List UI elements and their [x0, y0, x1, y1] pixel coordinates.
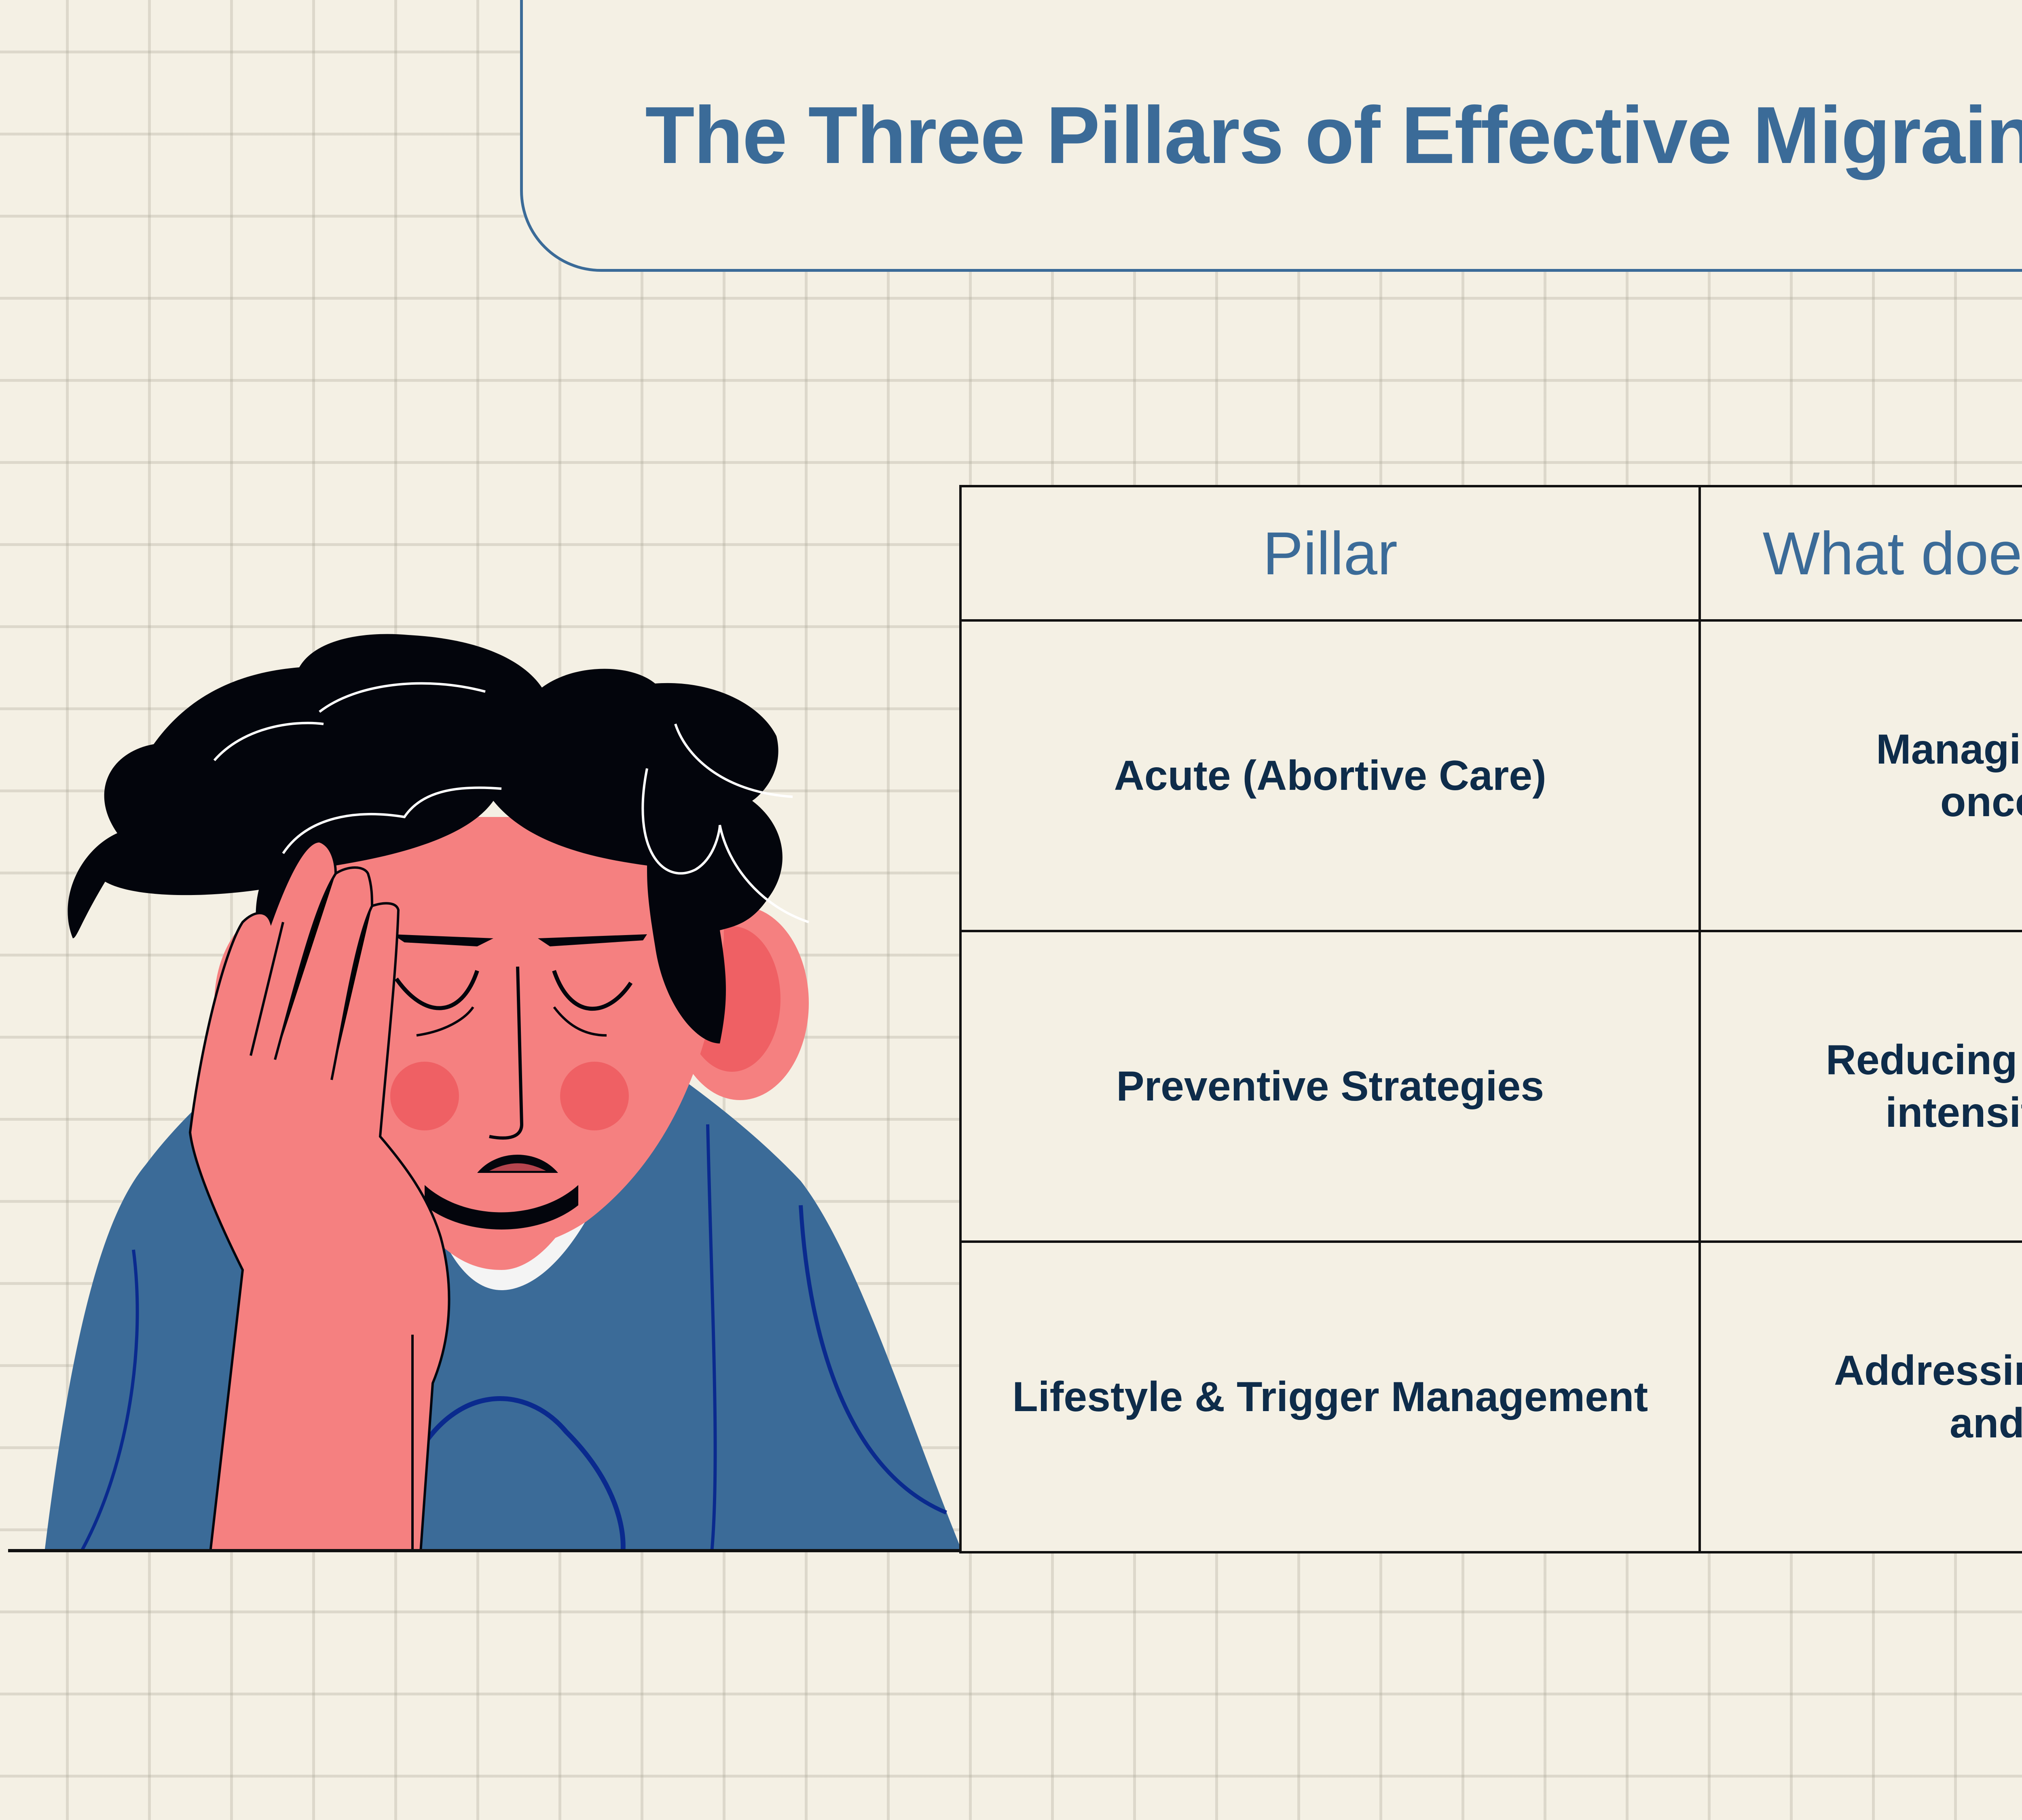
- pillar-cell: Acute (Abortive Care): [959, 619, 1701, 932]
- table-row: Lifestyle & Trigger Management Addressin…: [959, 1240, 2022, 1553]
- focus-line: intensity over time: [1885, 1089, 2022, 1136]
- focus-line: once it starts: [1940, 779, 2022, 825]
- title-banner: The Three Pillars of Effective Migraine …: [520, 0, 2022, 272]
- column-header-focus: What does it focus on?: [1698, 485, 2022, 622]
- column-header-pillar: Pillar: [959, 485, 1701, 622]
- ground-line: [8, 1549, 962, 1552]
- pillar-cell: Preventive Strategies: [959, 930, 1701, 1243]
- focus-cell: Reducing frequency and intensity over ti…: [1698, 930, 2022, 1243]
- headache-person-illustration: [44, 634, 962, 1552]
- focus-cell: Addressing daily habits and triggers: [1698, 1240, 2022, 1553]
- table-header-row: Pillar What does it focus on? How does i…: [959, 485, 2022, 622]
- pillars-table: Pillar What does it focus on? How does i…: [959, 485, 2022, 1553]
- focus-line: Addressing daily habits: [1834, 1347, 2022, 1394]
- focus-line: Reducing frequency and: [1825, 1037, 2022, 1084]
- pillar-cell: Lifestyle & Trigger Management: [959, 1240, 1701, 1553]
- table-row: Preventive Strategies Reducing frequency…: [959, 930, 2022, 1243]
- focus-cell: Managing an attack once it starts: [1698, 619, 2022, 932]
- focus-line: Managing an attack: [1876, 726, 2022, 773]
- focus-line: and triggers: [1950, 1400, 2022, 1447]
- page-title: The Three Pillars of Effective Migraine …: [645, 90, 2022, 180]
- hand: [188, 840, 451, 1552]
- table-row: Acute (Abortive Care) Managing an attack…: [959, 619, 2022, 932]
